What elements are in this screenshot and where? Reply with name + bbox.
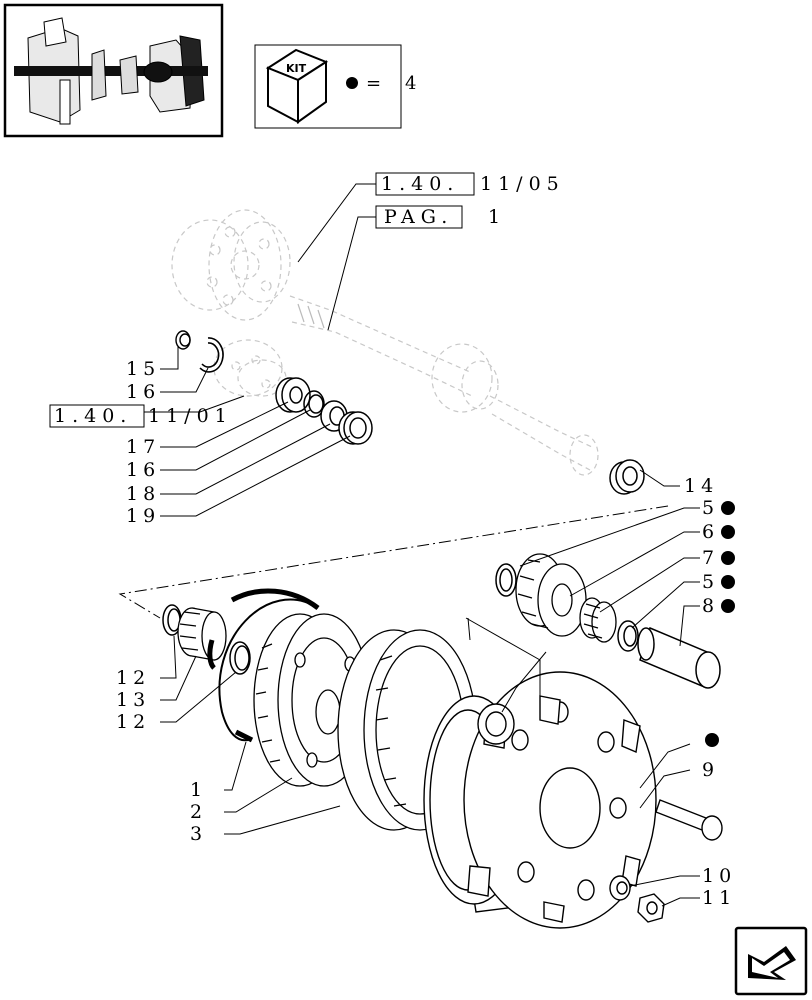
part-19-seal [338, 411, 373, 445]
next-page-arrow-icon[interactable] [734, 926, 808, 996]
ref-c-rest: 11/01 [148, 405, 233, 427]
part-1-retaining-ring [207, 588, 320, 743]
kit-bullet-icon [721, 551, 735, 565]
callout-15: 15 [126, 358, 160, 380]
callout-1: 1 [190, 779, 207, 801]
part-14-seal [609, 459, 645, 495]
callout-13: 13 [116, 689, 150, 711]
kit-bullet-icon [721, 525, 735, 539]
kit-bullet-icon [346, 77, 358, 89]
ghost-axle-housing [171, 209, 599, 476]
callout-5b: 5 [702, 571, 719, 593]
wheel-hub-housing [423, 671, 657, 929]
kit-equals: = [366, 73, 386, 94]
ref-b-boxed: PAG. [384, 206, 453, 228]
callout-10: 10 [702, 865, 736, 887]
part-5-thrust-washer [495, 563, 517, 597]
kit-legend: KIT = 4 [254, 44, 421, 129]
part-13-sun-gear [177, 607, 227, 661]
callout-6: 6 [702, 521, 719, 543]
axle-assembly-thumbnail[interactable] [3, 3, 224, 138]
ref-c-boxed: 1.40. [54, 405, 132, 427]
kit-bullet-icon [705, 733, 719, 747]
callout-16b: 16 [126, 459, 160, 481]
callout-9: 9 [702, 759, 719, 781]
ref-a-rest: 11/05 [480, 173, 565, 195]
part-16b-circlip [303, 390, 325, 418]
callout-12: 12 [116, 667, 150, 689]
callout-11: 11 [702, 887, 736, 909]
callout-16: 16 [126, 381, 160, 403]
callout-2: 2 [190, 801, 207, 823]
part-7-needle-bearing [579, 597, 617, 643]
callout-3: 3 [190, 823, 207, 845]
part-5b-thrust-washer [617, 620, 639, 652]
reference-link-1-40-11-05[interactable]: 1.40. 11/05 [375, 172, 565, 196]
part-8-planet-pin [637, 626, 721, 689]
kit-bullet-icon [721, 599, 735, 613]
callout-12b: 12 [116, 711, 150, 733]
kit-bullets [705, 501, 735, 747]
kit-label: KIT [286, 62, 307, 75]
leader-lines [140, 183, 700, 907]
part-6-planet-gear [515, 553, 587, 637]
reference-link-1-40-11-01[interactable]: 1.40. 11/01 [49, 404, 233, 428]
ref-a-boxed: 1.40. [381, 173, 459, 195]
assembly-axis-line [118, 505, 669, 619]
part-17-bearing [275, 377, 311, 413]
callout-8: 8 [702, 595, 719, 617]
callout-17: 17 [126, 436, 160, 458]
part-9-bolt [655, 799, 723, 841]
part-11-nut [637, 893, 665, 923]
kit-bullet-icon [721, 575, 735, 589]
kit-quantity: 4 [405, 73, 421, 94]
callout-5: 5 [702, 497, 719, 519]
kit-box-icon: KIT [265, 48, 329, 124]
reference-link-pag-1[interactable]: PAG. 1 [375, 205, 506, 229]
callout-7: 7 [702, 547, 719, 569]
callout-labels: 15 16 17 16 18 19 14 5 6 7 5 8 12 13 12 … [116, 358, 736, 909]
part-12b-snap-ring [229, 641, 251, 675]
callout-19: 19 [126, 505, 160, 527]
ref-b-rest: 1 [488, 206, 506, 228]
part-16-circlip [199, 337, 224, 373]
callout-14: 14 [684, 475, 718, 497]
part-15-snap-ring [175, 330, 191, 350]
kit-bullet-icon [721, 501, 735, 515]
part-10-washer [609, 875, 631, 901]
callout-18: 18 [126, 483, 160, 505]
